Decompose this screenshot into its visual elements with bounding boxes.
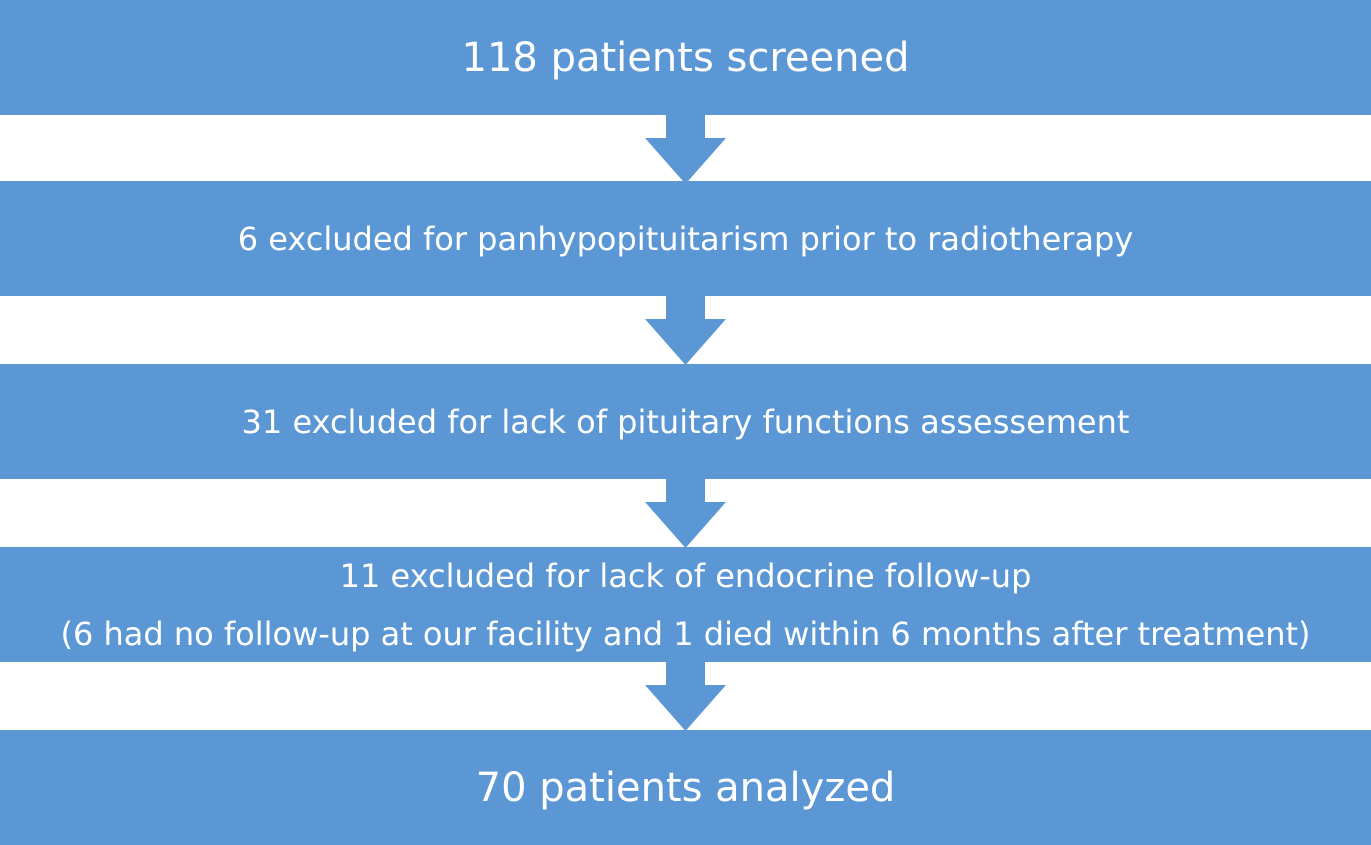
flow-step-exclusion-panhypopituitarism: 6 excluded for panhypopituitarism prior … [0,181,1371,296]
flow-step-analyzed: 70 patients analyzed [0,730,1371,845]
down-arrow-icon [645,115,726,184]
flow-step-screened: 118 patients screened [0,0,1371,115]
flow-step-detail-text: (6 had no follow-up at our facility and … [60,614,1311,653]
down-arrow-icon [645,662,726,731]
down-arrow-icon [645,296,726,365]
flow-step-text: 6 excluded for panhypopituitarism prior … [237,219,1134,258]
flow-step-exclusion-assessment: 31 excluded for lack of pituitary functi… [0,364,1371,479]
flow-step-text: 11 excluded for lack of endocrine follow… [339,556,1032,595]
flow-step-text: 70 patients analyzed [475,764,896,811]
flow-step-text: 118 patients screened [461,34,910,81]
flow-step-text: 31 excluded for lack of pituitary functi… [241,402,1130,441]
down-arrow-icon [645,479,726,548]
flow-step-exclusion-follow-up: 11 excluded for lack of endocrine follow… [0,547,1371,662]
